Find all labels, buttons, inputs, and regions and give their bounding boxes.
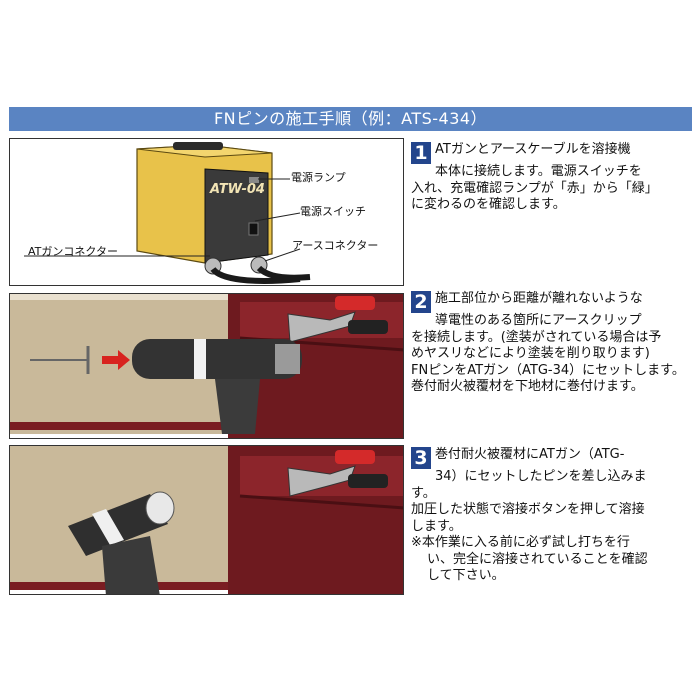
step3-illustration <box>9 445 404 595</box>
step-text-line: 本体に接続します。電源スイッチを <box>435 164 642 179</box>
power-lamp-label: 電源ランプ <box>291 171 346 184</box>
step-text-line: します。 <box>411 518 462 534</box>
step-text-line: 加圧した状態で溶接ボタンを押して溶接 <box>411 502 645 517</box>
gun-connector-label: ATガンコネクター <box>28 245 118 258</box>
step-text-line: ATガンとアースケーブルを溶接機 <box>435 142 631 157</box>
step-text-line: 導電性のある箇所にアースクリップ <box>435 313 642 328</box>
section-title-banner: FNピンの施工手順（例：ATS-434） <box>9 107 692 131</box>
step-1: 1 ATガンとアースケーブルを溶接機 本体に接続します。電源スイッチを 入れ、充電… <box>411 142 694 214</box>
earth-connector-label: アースコネクター <box>292 239 379 252</box>
welder-machine-image <box>24 142 311 284</box>
step-text-line: FNピンをATガン（ATG-34）にセットします。 <box>411 362 685 378</box>
note-text-line: して下さい。 <box>427 568 505 583</box>
step-number: 1 <box>411 142 431 164</box>
earth-clip-and-gun-image <box>10 294 403 438</box>
welder-model-label: ATW-04 <box>210 182 265 197</box>
step-text-line: 入れ、充電確認ランプが「赤」から「緑」 <box>411 180 658 196</box>
step-2: 2 施工部位から距離が離れないような 導電性のある箇所にアースクリップ を接続しま… <box>411 291 694 396</box>
step-text-line: 巻付耐火被覆材を下地材に巻付けます。 <box>411 379 644 394</box>
step-text-line: 巻付耐火被覆材にATガン（ATG- <box>435 447 625 462</box>
step-text-line: 34）にセットしたピンを差し込みま <box>435 469 647 484</box>
welding-gun-pressed-image <box>10 446 403 594</box>
note-text-line: ※本作業に入る前に必ず試し打ちを行 <box>411 535 630 550</box>
welder-illustration: ATW-04 電源ランプ 電源スイッチ アースコネクター ATガンコネクター <box>9 138 404 286</box>
step-text-line: に変わるのを確認します。 <box>411 197 566 212</box>
step-text-line: 施工部位から距離が離れないような <box>435 291 643 306</box>
step-number: 3 <box>411 447 431 469</box>
step-text-line: めヤスリなどにより塗装を削り取ります) <box>411 346 650 361</box>
step-text-line: を接続します。(塗装がされている場合は予 <box>411 329 662 345</box>
step2-illustration <box>9 293 404 439</box>
note-text-line: い、完全に溶接されていることを確認 <box>427 551 648 567</box>
step-number: 2 <box>411 291 431 313</box>
power-switch-label: 電源スイッチ <box>300 205 366 218</box>
step-text-line: す。 <box>411 485 436 501</box>
